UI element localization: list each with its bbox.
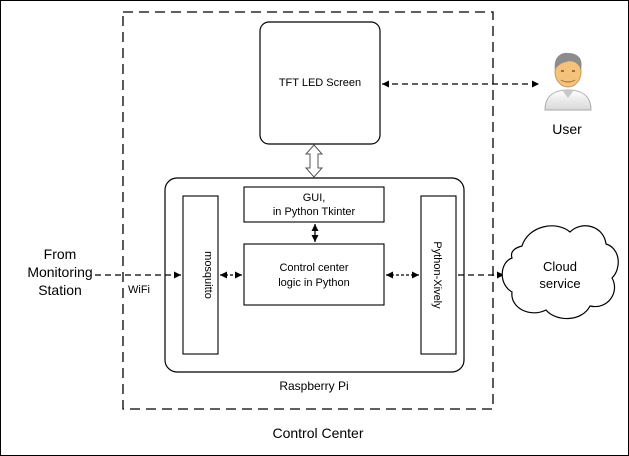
logic-label-line1: Control center — [279, 262, 348, 274]
control-center-boundary — [122, 11, 494, 410]
cloud-shape — [501, 225, 619, 320]
logic-box — [243, 243, 385, 306]
mosquitto-label: mosquitto — [202, 251, 214, 299]
cloud-label-line1: Cloud — [543, 259, 577, 274]
tft-screen-box — [259, 21, 381, 145]
wifi-label: WiFi — [128, 284, 150, 296]
source-label-line1: From — [44, 246, 77, 262]
gui-box — [243, 186, 385, 223]
mosquitto-box — [182, 195, 219, 355]
user-icon — [544, 52, 592, 111]
logic-label-line2: logic in Python — [278, 277, 350, 289]
raspberry-pi-label: Raspberry Pi — [279, 379, 348, 393]
gui-label-line1: GUI, — [303, 192, 326, 204]
screen-pi-connector-arrow — [304, 144, 324, 178]
tft-screen-label: TFT LED Screen — [279, 77, 361, 89]
source-label-line2: Monitoring — [27, 264, 92, 280]
source-label-line3: Station — [38, 282, 82, 298]
gui-label-line2: in Python Tkinter — [273, 206, 356, 218]
xively-label: Python-Xively — [431, 241, 443, 309]
xively-box — [420, 195, 457, 355]
user-label: User — [552, 121, 582, 137]
control-center-label: Control Center — [272, 425, 363, 441]
cloud-label-line2: service — [539, 276, 580, 291]
